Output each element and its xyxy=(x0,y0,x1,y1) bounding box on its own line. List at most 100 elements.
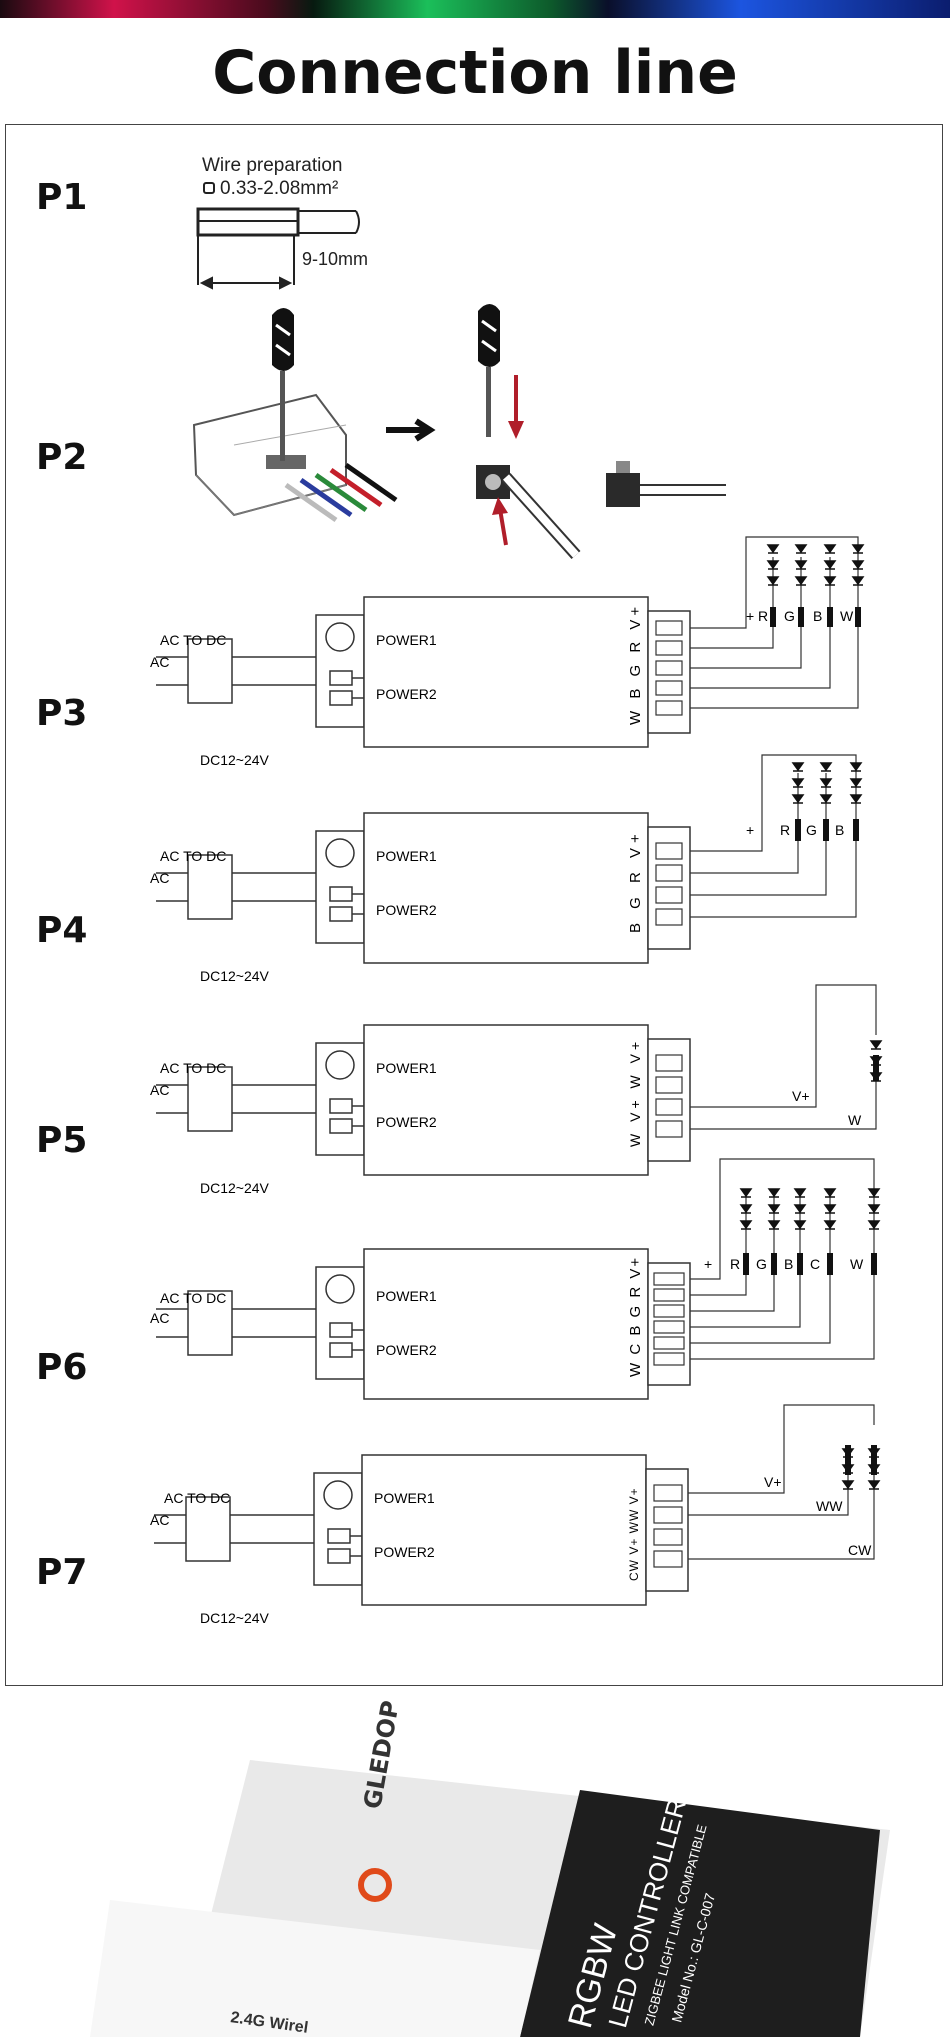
strip-cw: CW xyxy=(848,1542,872,1558)
dc-label: DC12~24V xyxy=(200,1610,270,1626)
led-diode-icon xyxy=(867,1464,881,1474)
strip-b: B xyxy=(784,1256,793,1272)
led-diode-icon xyxy=(739,1188,753,1198)
strip-vplus: V+ xyxy=(764,1474,782,1490)
wiring-p3: AC TO DC AC DC12~24V POWER1 POWER2 W B G… xyxy=(150,536,861,768)
strip-b: B xyxy=(835,822,844,838)
step-label-p6: P6 xyxy=(36,1347,88,1388)
strip-g: G xyxy=(784,608,795,624)
wiring-schematics: Wire preparation 0.33-2.08mm² 9-10mm xyxy=(150,155,883,1626)
screwdriver-icon xyxy=(478,304,500,437)
step-label-p3: P3 xyxy=(36,693,88,734)
ac-to-dc-label: AC TO DC xyxy=(160,848,226,864)
ac-label: AC xyxy=(150,1512,169,1528)
led-diode-icon xyxy=(739,1204,753,1214)
power2-label: POWER2 xyxy=(376,1114,437,1130)
led-diode-icon xyxy=(867,1220,881,1230)
led-diode-icon xyxy=(793,1220,807,1230)
strip-w: W xyxy=(850,1256,864,1272)
ac-label: AC xyxy=(150,870,169,886)
led-diode-icon xyxy=(766,544,780,554)
wire-prep-title: Wire preparation xyxy=(202,155,342,176)
product-box-photo: GLEDOPTO RGBW LED CONTROLLER ZIGBEE LIGH… xyxy=(0,1700,950,2037)
pin-labels: B G R V+ xyxy=(627,829,644,933)
led-diode-icon xyxy=(766,560,780,570)
product-box-illustration: GLEDOPTO RGBW LED CONTROLLER ZIGBEE LIGH… xyxy=(90,1700,890,2037)
led-diode-icon xyxy=(793,1188,807,1198)
dc-label: DC12~24V xyxy=(200,752,270,768)
led-diode-icon xyxy=(867,1480,881,1490)
screwdriver-icon xyxy=(272,308,294,461)
ac-label: AC xyxy=(150,654,169,670)
led-diode-icon xyxy=(849,778,863,788)
led-diode-icon xyxy=(823,1204,837,1214)
strip-length: 9-10mm xyxy=(302,249,368,269)
strip-b: B xyxy=(813,608,822,624)
brand-logo-icon xyxy=(358,1868,392,1902)
led-diode-icon xyxy=(823,560,837,570)
led-diode-icon xyxy=(766,576,780,586)
strip-plus: + xyxy=(746,608,754,624)
led-diode-icon xyxy=(794,576,808,586)
ac-to-dc-label: AC TO DC xyxy=(164,1490,230,1506)
led-diode-icon xyxy=(794,560,808,570)
strip-w: W xyxy=(848,1112,862,1128)
power2-label: POWER2 xyxy=(376,686,437,702)
led-diode-icon xyxy=(851,544,865,554)
wiring-p7: AC TO DC AC DC12~24V POWER1 POWER2 CW V+… xyxy=(150,1404,877,1626)
led-diode-icon xyxy=(849,794,863,804)
power2-label: POWER2 xyxy=(376,1342,437,1358)
step-label-p1: P1 xyxy=(36,177,88,218)
strip-r: R xyxy=(758,608,768,624)
ac-to-dc-label: AC TO DC xyxy=(160,1290,226,1306)
wiring-p5: AC TO DC AC DC12~24V POWER1 POWER2 W V+ … xyxy=(150,984,879,1196)
led-diode-icon xyxy=(791,778,805,788)
wiring-p4: AC TO DC AC DC12~24V POWER1 POWER2 B G R… xyxy=(150,754,859,984)
terminal-insertion-illustration xyxy=(192,304,726,560)
led-diode-icon xyxy=(793,1204,807,1214)
step-label-p5: P5 xyxy=(36,1120,88,1161)
led-diode-icon xyxy=(867,1188,881,1198)
step-label-p2: P2 xyxy=(36,437,88,478)
ac-to-dc-label: AC TO DC xyxy=(160,1060,226,1076)
led-diode-icon xyxy=(869,1072,883,1082)
power1-label: POWER1 xyxy=(376,1060,437,1076)
led-diode-icon xyxy=(791,794,805,804)
page-title: Connection line xyxy=(212,38,738,108)
led-diode-icon xyxy=(869,1056,883,1066)
dc-label: DC12~24V xyxy=(200,968,270,984)
led-diode-icon xyxy=(819,762,833,772)
led-diode-icon xyxy=(791,762,805,772)
led-diode-icon xyxy=(819,794,833,804)
pin-labels: W C B G R V+ xyxy=(627,1256,644,1377)
led-diodes xyxy=(739,544,883,1490)
strip-plus: + xyxy=(704,1256,712,1272)
strip-c: C xyxy=(810,1256,820,1272)
wire-preparation: Wire preparation 0.33-2.08mm² 9-10mm xyxy=(196,155,368,290)
power1-label: POWER1 xyxy=(376,848,437,864)
strip-w: W xyxy=(840,608,854,624)
led-diode-icon xyxy=(823,1220,837,1230)
led-diode-icon xyxy=(841,1480,855,1490)
led-diode-icon xyxy=(849,762,863,772)
wire-gauge: 0.33-2.08mm² xyxy=(220,178,338,199)
pin-labels: W V+ W V+ xyxy=(627,1038,643,1147)
led-diode-icon xyxy=(767,1188,781,1198)
ac-to-dc-label: AC TO DC xyxy=(160,632,226,648)
step-label-p7: P7 xyxy=(36,1552,88,1593)
led-diode-icon xyxy=(767,1204,781,1214)
led-diode-icon xyxy=(794,544,808,554)
power1-label: POWER1 xyxy=(374,1490,435,1506)
led-diode-icon xyxy=(841,1464,855,1474)
power2-label: POWER2 xyxy=(374,1544,435,1560)
ac-label: AC xyxy=(150,1082,169,1098)
pin-labels: CW V+ WW V+ xyxy=(627,1487,641,1581)
wiring-p6: AC TO DC AC POWER1 POWER2 W C B G R V+ +… xyxy=(150,1158,877,1400)
connection-diagram: P1 P2 P3 P4 P5 P6 P7 Wire preparation 0.… xyxy=(5,124,943,1686)
led-diode-icon xyxy=(823,544,837,554)
led-diode-icon xyxy=(869,1040,883,1050)
strip-g: G xyxy=(756,1256,767,1272)
led-diode-icon xyxy=(851,560,865,570)
top-color-strip xyxy=(0,0,950,18)
led-diode-icon xyxy=(851,576,865,586)
